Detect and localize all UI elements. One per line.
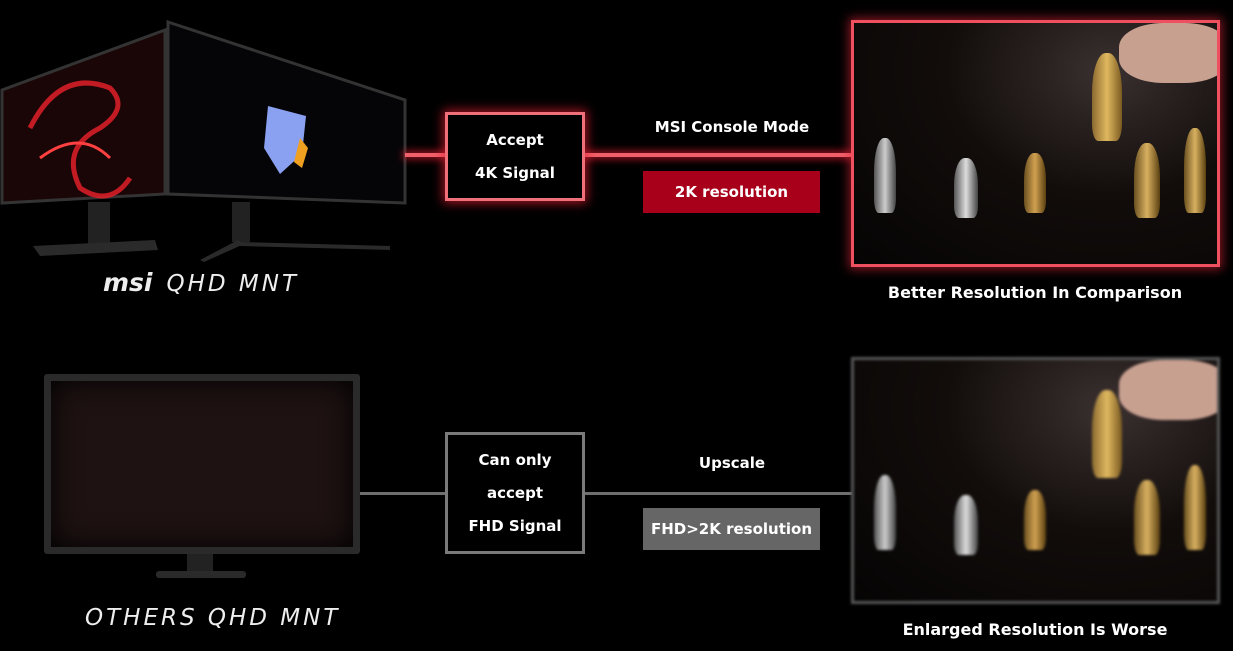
chess-photo-blurry — [851, 357, 1220, 604]
mode-label: MSI Console Mode — [654, 118, 810, 136]
mode-label: Upscale — [698, 454, 766, 472]
chess-photo-sharp — [851, 20, 1220, 267]
signal-box-msi: Accept 4K Signal — [445, 112, 585, 201]
signal-text: FHD Signal — [468, 516, 562, 535]
monitor-label: QHD MNT — [166, 271, 300, 297]
signal-box-others: Can only accept FHD Signal — [445, 432, 585, 554]
signal-text: 4K Signal — [475, 163, 555, 182]
signal-text: Can only — [478, 450, 552, 469]
others-monitor-image — [44, 374, 362, 584]
signal-line-gray — [360, 492, 852, 495]
resolution-badge: 2K resolution — [643, 171, 820, 213]
signal-text: Accept — [486, 130, 544, 149]
caption-worse: Enlarged Resolution Is Worse — [902, 620, 1168, 639]
msi-monitor-label: msi QHD MNT — [103, 268, 323, 297]
msi-logo: msi — [103, 268, 153, 297]
signal-line-red — [405, 153, 852, 157]
resolution-badge: FHD>2K resolution — [643, 508, 820, 550]
msi-monitors-image — [0, 18, 410, 263]
signal-text: accept — [487, 483, 543, 502]
others-monitor-label: OTHERS QHD MNT — [85, 605, 341, 631]
caption-better: Better Resolution In Comparison — [887, 283, 1183, 302]
